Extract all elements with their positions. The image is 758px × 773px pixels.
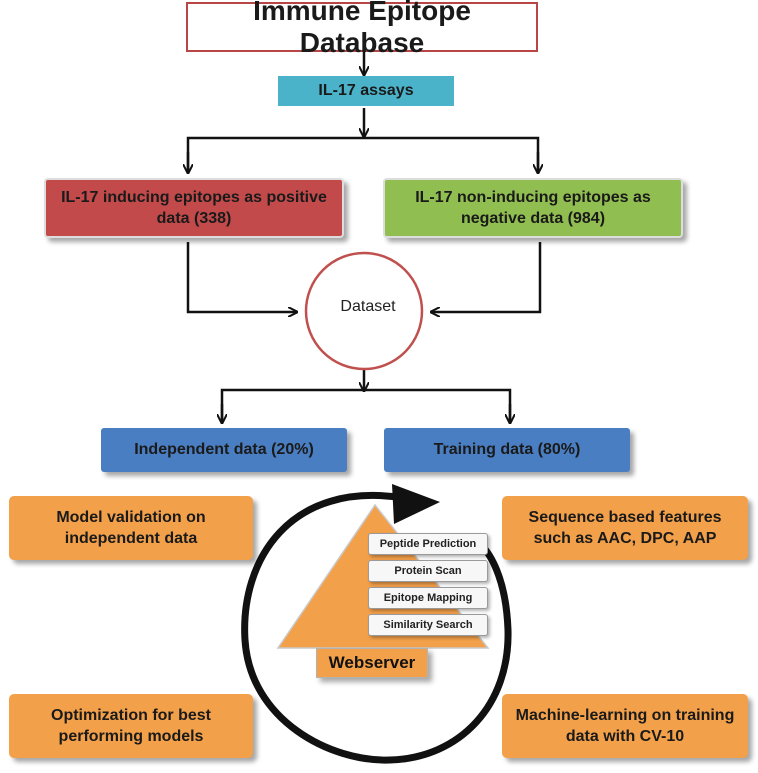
tool-similarity-search: Similarity Search	[368, 614, 488, 636]
dataset-label: Dataset	[340, 298, 396, 315]
cycle-arrowhead	[392, 484, 440, 524]
model-validation-box: Model validation on independent data	[9, 496, 253, 560]
independent-data-box: Independent data (20%)	[101, 428, 347, 472]
tool-epitope-mapping: Epitope Mapping	[368, 587, 488, 609]
sequence-features-box: Sequence based features such as AAC, DPC…	[502, 496, 748, 560]
tool-peptide-prediction: Peptide Prediction	[368, 533, 488, 555]
webserver-label: Webserver	[316, 648, 428, 678]
assays-box: IL-17 assays	[278, 76, 454, 106]
database-title: Immune Epitope Database	[186, 0, 538, 58]
positive-data-box: IL-17 inducing epitopes as positive data…	[44, 178, 344, 238]
optimization-box: Optimization for best performing models	[9, 694, 253, 758]
training-data-box: Training data (80%)	[384, 428, 630, 472]
machine-learning-box: Machine-learning on training data with C…	[502, 694, 748, 758]
cycle-loop	[241, 491, 512, 764]
connector-arrows	[188, 52, 540, 422]
dataset-circle	[304, 251, 424, 371]
negative-data-box: IL-17 non-inducing epitopes as negative …	[383, 178, 683, 238]
tool-protein-scan: Protein Scan	[368, 560, 488, 582]
